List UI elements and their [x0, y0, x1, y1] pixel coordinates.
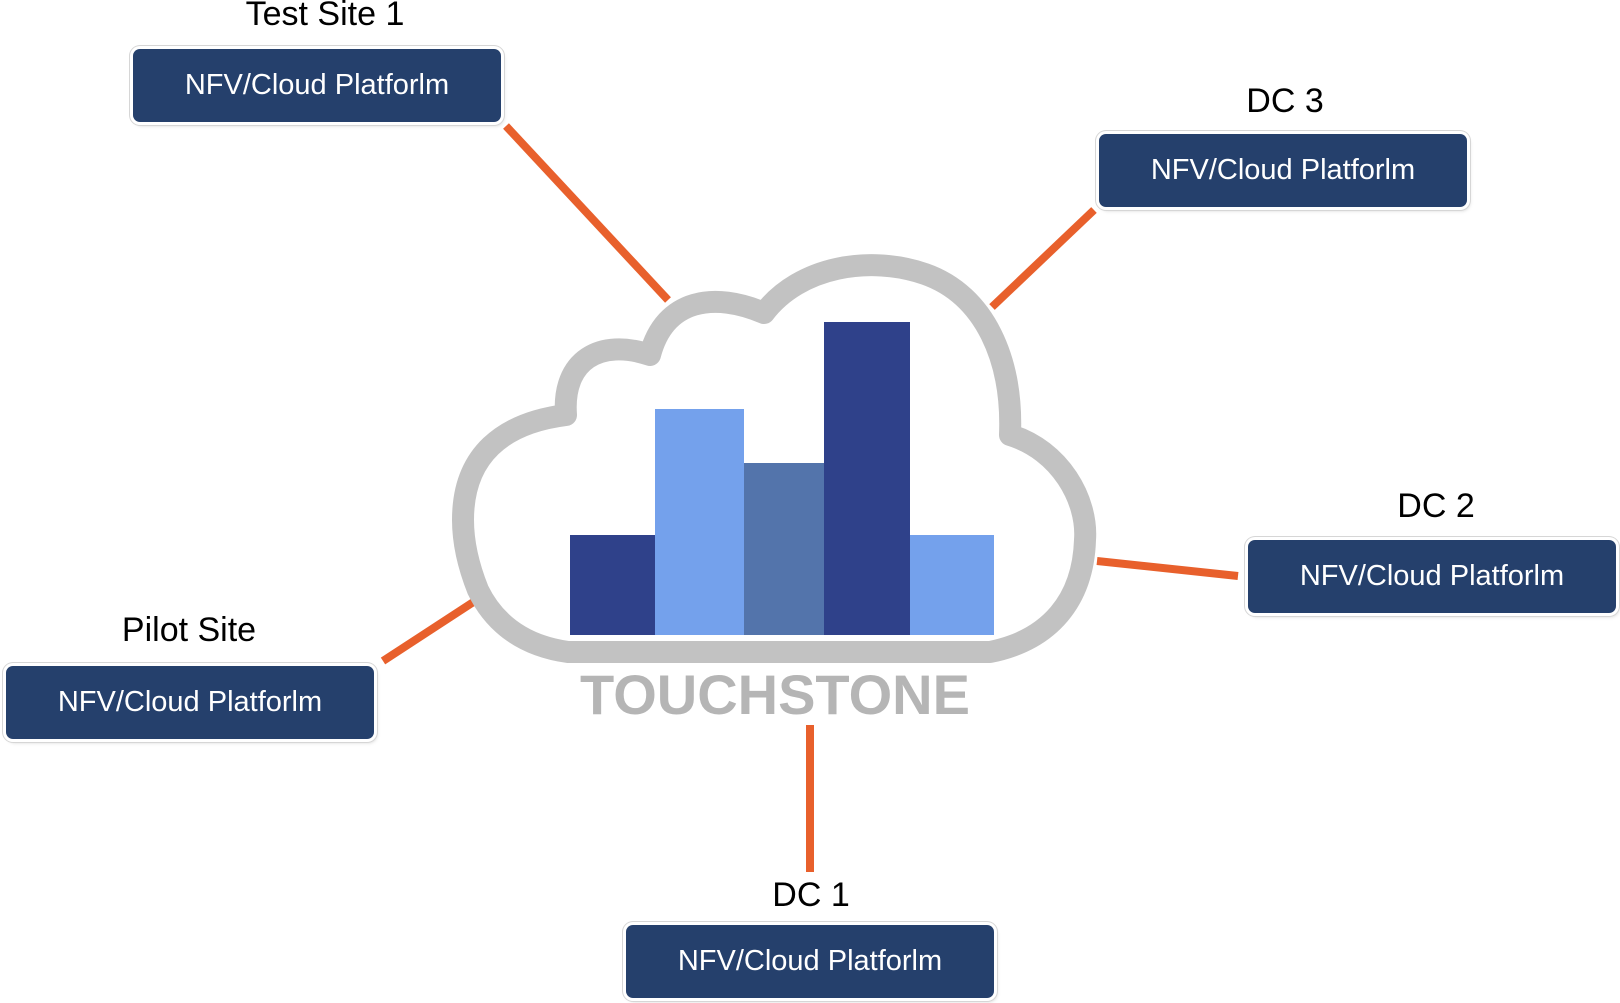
connector-pilot-site — [380, 595, 481, 665]
site-label-dc-1: DC 1 — [772, 876, 850, 914]
site-label-dc-2: DC 2 — [1397, 487, 1475, 525]
platform-box-dc-2[interactable]: NFV/Cloud Platforlm — [1248, 540, 1616, 613]
logo-bar-1 — [570, 535, 655, 635]
site-label-test-site-1: Test Site 1 — [245, 0, 405, 33]
connector-test-site-1 — [503, 123, 671, 303]
platform-box-dc-1[interactable]: NFV/Cloud Platforlm — [626, 925, 994, 998]
connector-dc-2 — [1096, 557, 1239, 580]
platform-box-test-site-1[interactable]: NFV/Cloud Platforlm — [133, 49, 501, 122]
platform-box-pilot-site[interactable]: NFV/Cloud Platforlm — [6, 666, 374, 739]
logo-bar-2 — [655, 409, 744, 635]
connector-dc-3 — [989, 207, 1097, 310]
logo-bar-4 — [824, 322, 910, 635]
site-label-dc-3: DC 3 — [1246, 82, 1324, 120]
connector-lines — [380, 123, 1239, 872]
logo-wordmark: TOUCHSTONE — [580, 663, 970, 726]
logo-bar-3 — [744, 463, 824, 635]
logo-bars — [570, 322, 994, 635]
site-label-pilot-site: Pilot Site — [121, 611, 257, 649]
logo-bar-5 — [910, 535, 994, 635]
platform-box-dc-3[interactable]: NFV/Cloud Platforlm — [1099, 134, 1467, 207]
